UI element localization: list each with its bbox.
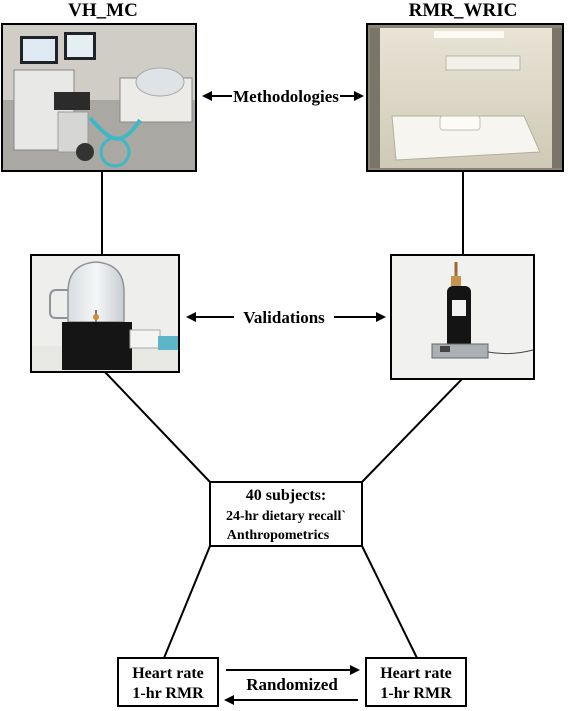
validations-label: Validations xyxy=(243,308,325,327)
left-title: VH_MC xyxy=(68,0,138,21)
glass-bell-photo xyxy=(30,254,180,373)
wric-room-photo xyxy=(366,23,564,172)
randomized-label: Randomized xyxy=(246,675,338,694)
right-diagonal-top xyxy=(361,378,463,483)
vh-mc-room-photo xyxy=(1,23,197,172)
left-diagonal-top xyxy=(104,371,211,483)
left-diagonal-bottom xyxy=(163,545,211,659)
right-diagonal-bottom xyxy=(361,545,418,659)
gas-cylinder-photo xyxy=(390,254,535,380)
right-box-line2: 1-hr RMR xyxy=(380,685,452,702)
left-box-line1: Heart rate xyxy=(132,665,204,682)
left-box-line2: 1-hr RMR xyxy=(132,685,204,702)
subjects-box-line3: Anthropometrics xyxy=(227,528,330,543)
right-heart-rate-box: Heart rate 1-hr RMR xyxy=(365,657,467,707)
subjects-box-line1: 40 subjects: xyxy=(246,487,326,504)
subjects-box-line2: 24-hr dietary recall` xyxy=(226,509,346,524)
right-box-line1: Heart rate xyxy=(380,665,452,682)
subjects-box: 40 subjects: 24-hr dietary recall` Anthr… xyxy=(209,481,363,547)
right-title: RMR_WRIC xyxy=(409,0,518,21)
methodologies-label: Methodologies xyxy=(233,87,339,106)
left-heart-rate-box: Heart rate 1-hr RMR xyxy=(117,657,219,707)
